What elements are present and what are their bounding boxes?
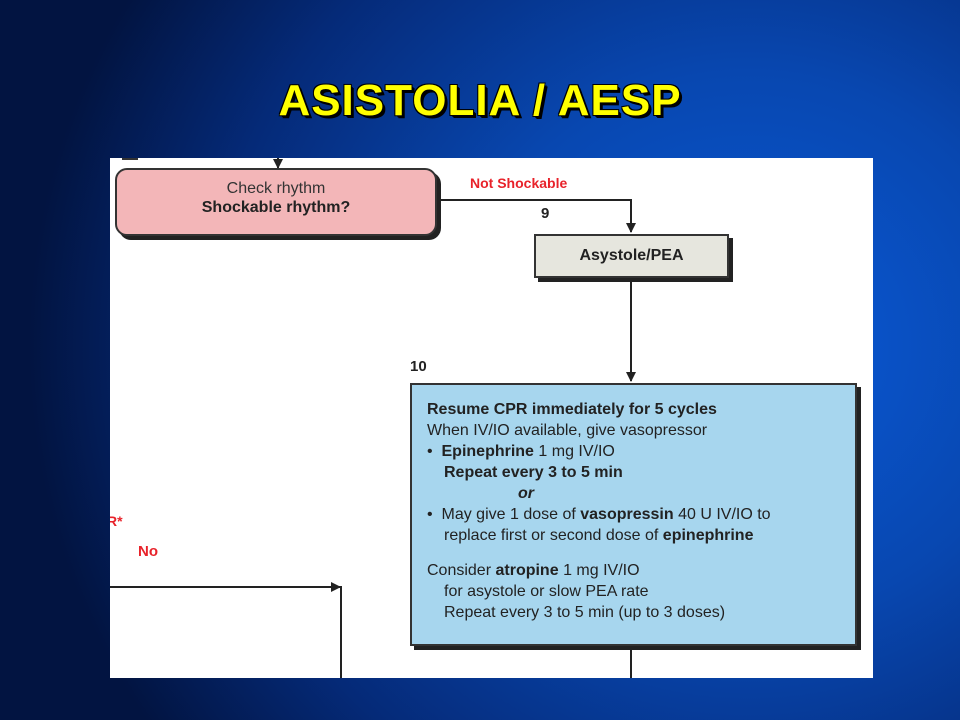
or-text: or xyxy=(518,485,534,502)
bullet: • xyxy=(427,506,433,523)
no-label: No xyxy=(138,543,158,560)
vasopressin-line: • May give 1 dose of vasopressin 40 U IV… xyxy=(427,504,855,525)
check-rhythm-line2: Shockable rhythm? xyxy=(201,199,351,216)
resume-heading: Resume CPR immediately for 5 cycles xyxy=(427,401,717,418)
epinephrine-line: • Epinephrine 1 mg IV/IO xyxy=(427,441,855,462)
vasopressor-line: When IV/IO available, give vasopressor xyxy=(427,422,708,439)
atropine-for: for asystole or slow PEA rate xyxy=(444,583,649,600)
step-number-9: 9 xyxy=(541,205,550,222)
bullet: • xyxy=(427,443,433,460)
vasopressin-replace: replace first or second dose of xyxy=(444,527,659,544)
epinephrine-repeat: Repeat every 3 to 5 min xyxy=(444,464,623,481)
spacer xyxy=(427,546,855,560)
epinephrine-drug: Epinephrine xyxy=(441,443,534,460)
vasopressin-pre: May give 1 dose of xyxy=(441,506,576,523)
epinephrine-dose: 1 mg IV/IO xyxy=(538,443,615,460)
partial-label-left: R* xyxy=(110,513,123,529)
slide-title: ASISTOLIA / AESP xyxy=(278,76,682,125)
resume-cpr-box: Resume CPR immediately for 5 cycles When… xyxy=(410,383,857,646)
vasopressin-replace-drug: epinephrine xyxy=(662,527,754,544)
arrow-no-branch xyxy=(110,586,342,678)
step-number-10: 10 xyxy=(410,358,427,375)
atropine-line: Consider atropine 1 mg IV/IO xyxy=(427,560,855,581)
vasopressin-drug: vasopressin xyxy=(580,506,674,523)
vasopressin-dose: 40 U IV/IO to xyxy=(678,506,771,523)
not-shockable-label: Not Shockable xyxy=(470,175,568,191)
flowchart-connectors xyxy=(110,158,636,678)
check-rhythm-box: Check rhythm Shockable rhythm? xyxy=(115,168,437,236)
flowchart-image: Check rhythm Shockable rhythm? Not Shock… xyxy=(110,158,873,678)
asystole-pea-box: Asystole/PEA xyxy=(534,234,729,278)
atropine-pre: Consider xyxy=(427,562,492,579)
atropine-repeat: Repeat every 3 to 5 min (up to 3 doses) xyxy=(444,604,726,621)
atropine-drug: atropine xyxy=(495,562,559,579)
vasopressin-replace-line: replace first or second dose of epinephr… xyxy=(427,525,855,546)
atropine-dose: 1 mg IV/IO xyxy=(563,562,640,579)
check-rhythm-line1: Check rhythm xyxy=(226,180,326,197)
arrow-check-to-asystole xyxy=(437,199,636,233)
